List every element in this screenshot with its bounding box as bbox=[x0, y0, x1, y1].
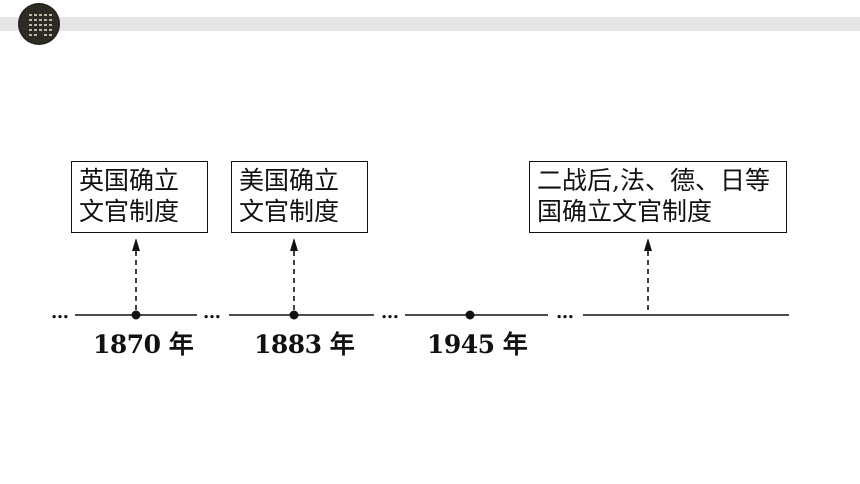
logo-glyph bbox=[39, 14, 42, 16]
logo-glyph bbox=[49, 24, 52, 26]
logo-glyph bbox=[49, 19, 52, 21]
logo-glyph bbox=[49, 14, 52, 16]
timeline-marker bbox=[465, 310, 475, 320]
logo-glyph bbox=[44, 34, 47, 36]
logo-glyph bbox=[49, 29, 52, 31]
timeline-marker bbox=[131, 310, 141, 320]
logo-glyph bbox=[34, 29, 37, 31]
logo-glyph bbox=[34, 24, 37, 26]
event-box-postwar: 二战后,法、德、日等 国确立文官制度 bbox=[529, 161, 787, 233]
logo-glyph bbox=[44, 19, 47, 21]
arrow-up-icon bbox=[644, 238, 652, 251]
logo-glyph bbox=[44, 29, 47, 31]
logo-glyph bbox=[29, 14, 32, 16]
logo-glyph bbox=[44, 24, 47, 26]
logo-glyph bbox=[39, 24, 42, 26]
logo-glyph bbox=[34, 14, 37, 16]
event-box-us: 美国确立 文官制度 bbox=[231, 161, 368, 233]
event-text: 文官制度 bbox=[79, 197, 180, 226]
event-text: 美国确立 bbox=[239, 166, 340, 195]
year-label: 1945 年 bbox=[427, 330, 528, 359]
year-label: 1883 年 bbox=[254, 330, 355, 359]
logo-glyph bbox=[34, 34, 37, 36]
timeline-ellipsis: … bbox=[381, 302, 399, 323]
logo-glyph bbox=[44, 14, 47, 16]
logo-glyph bbox=[39, 29, 42, 31]
year-label: 1870 年 bbox=[93, 330, 194, 359]
logo-glyph bbox=[29, 34, 32, 36]
event-text: 英国确立 bbox=[79, 166, 180, 195]
arrow-up-icon bbox=[290, 238, 298, 251]
event-text: 国确立文官制度 bbox=[537, 197, 713, 226]
event-text: 二战后,法、德、日等 bbox=[537, 166, 770, 195]
timeline-ellipsis: … bbox=[51, 302, 69, 323]
timeline-ellipsis: … bbox=[203, 302, 221, 323]
logo-glyph bbox=[29, 24, 32, 26]
logo-glyph bbox=[29, 19, 32, 21]
arrow-up-icon bbox=[132, 238, 140, 251]
event-box-uk: 英国确立 文官制度 bbox=[71, 161, 208, 233]
logo-glyph bbox=[34, 19, 37, 21]
logo-icon bbox=[19, 4, 59, 44]
timeline-marker bbox=[289, 310, 299, 320]
header-bar bbox=[0, 17, 860, 31]
event-text: 文官制度 bbox=[239, 197, 340, 226]
logo-glyph bbox=[29, 29, 32, 31]
timeline-ellipsis: … bbox=[556, 302, 574, 323]
logo-glyph bbox=[39, 19, 42, 21]
logo-glyph bbox=[49, 34, 52, 36]
